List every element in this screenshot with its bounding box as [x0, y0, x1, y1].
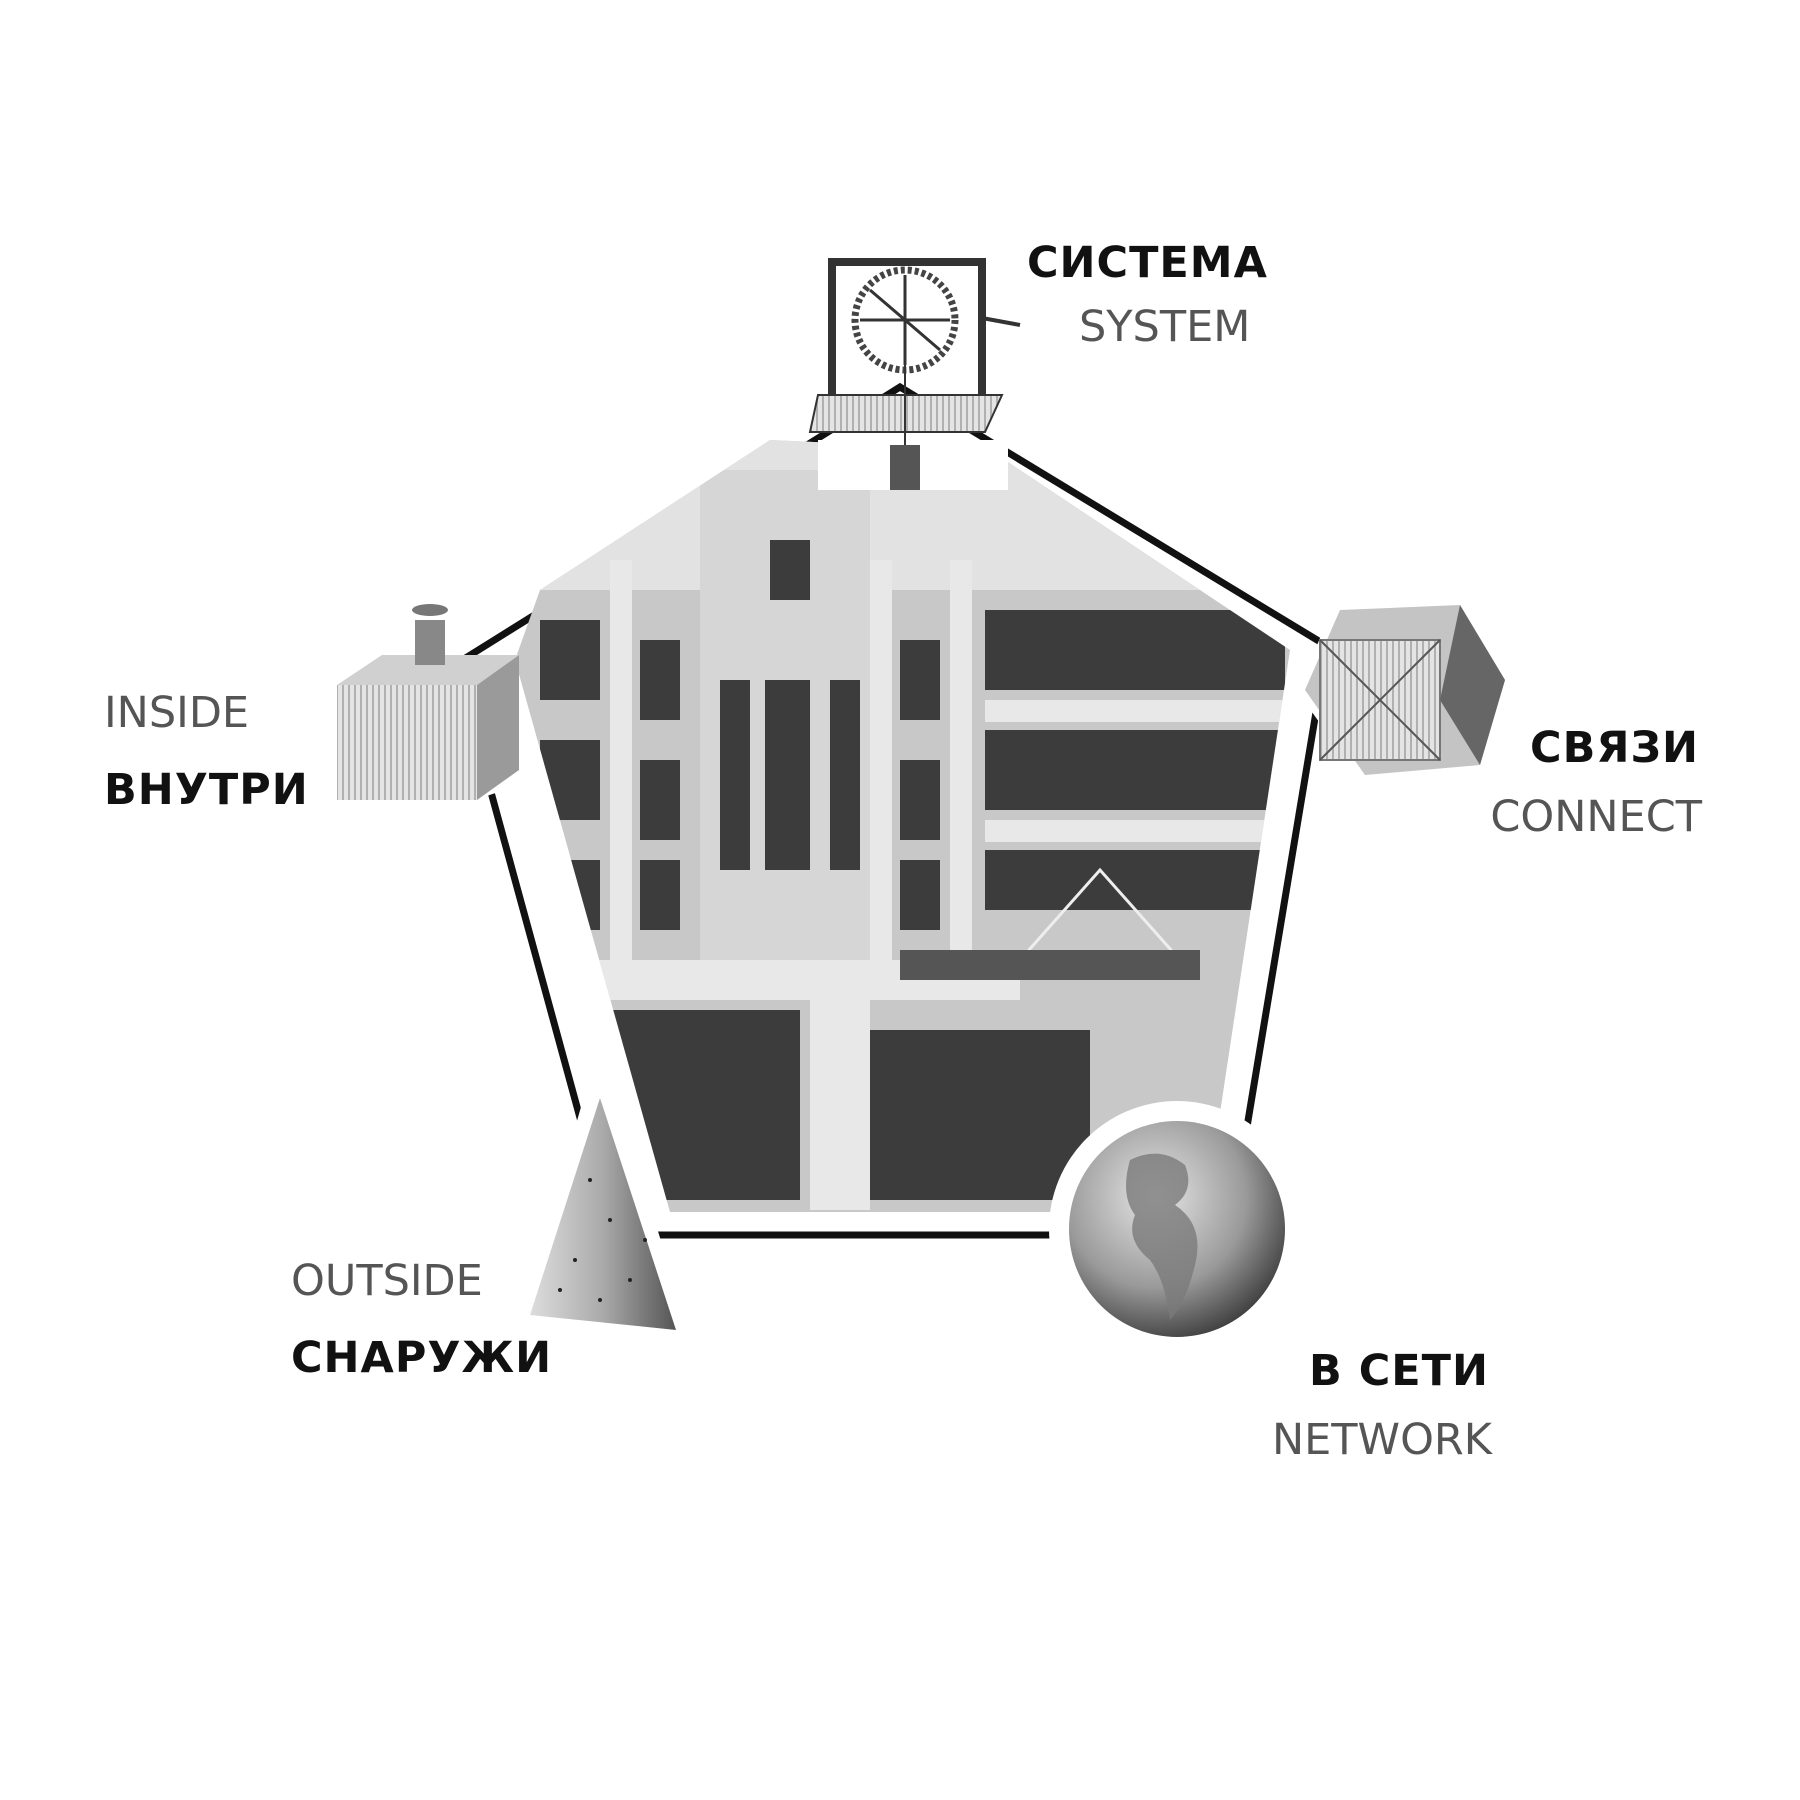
label-inside-en: INSIDE — [104, 688, 250, 738]
cone-icon — [514, 1041, 691, 1338]
label-inside-ru: ВНУТРИ — [104, 765, 309, 815]
label-outside-en: OUTSIDE — [291, 1256, 483, 1306]
label-connect-en: CONNECT — [1490, 792, 1702, 842]
label-outside-ru: СНАРУЖИ — [291, 1333, 553, 1383]
globe-icon — [1049, 1101, 1305, 1357]
label-system-en: SYSTEM — [1079, 302, 1251, 352]
box-device-icon — [335, 604, 519, 800]
polyhedron-icon — [1297, 597, 1513, 783]
label-system-ru: СИСТЕМА — [1027, 238, 1268, 288]
winch-machine-icon — [808, 258, 1021, 490]
label-network-ru: В СЕТИ — [1309, 1346, 1489, 1396]
label-connect-ru: СВЯЗИ — [1530, 723, 1699, 773]
label-network-en: NETWORK — [1271, 1415, 1492, 1465]
pentagon-outline — [451, 382, 1331, 1239]
